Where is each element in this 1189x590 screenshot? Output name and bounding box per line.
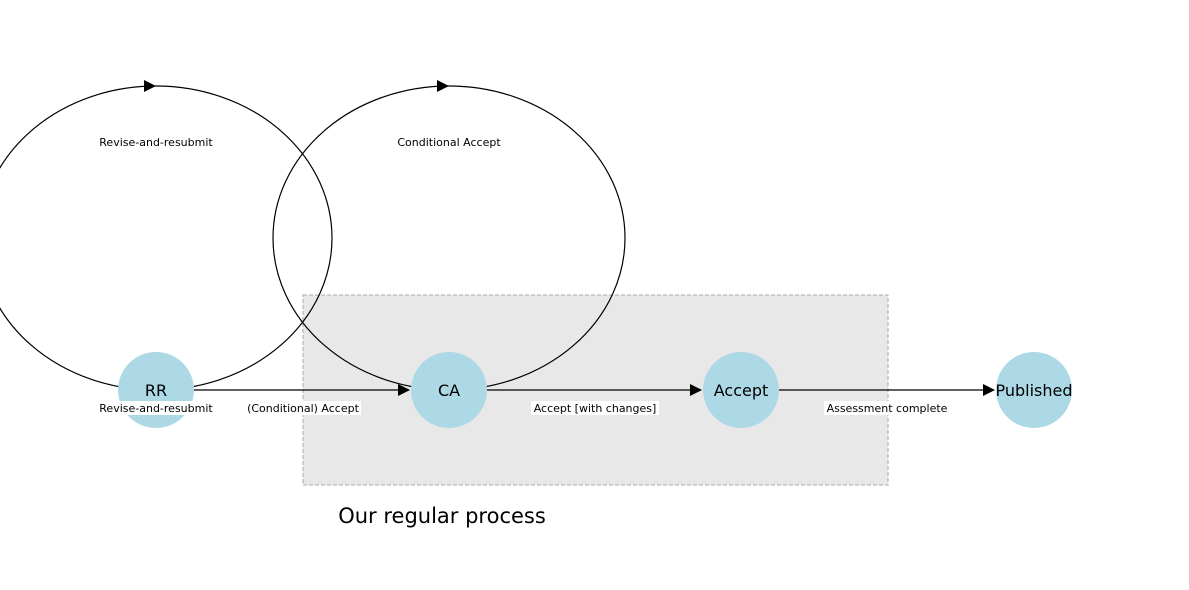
group-caption: Our regular process bbox=[338, 504, 546, 528]
accept-to-published-label-bg bbox=[824, 401, 950, 415]
rr-self-label: Revise-and-resubmit bbox=[99, 402, 213, 415]
node-accept[interactable] bbox=[703, 352, 779, 428]
node-published-label: Published bbox=[995, 381, 1072, 400]
ca-loop-arrowhead bbox=[437, 80, 449, 92]
ca-loop-label: Conditional Accept bbox=[397, 136, 501, 149]
rr-to-ca-label: (Conditional) Accept bbox=[247, 402, 360, 415]
node-published[interactable] bbox=[996, 352, 1072, 428]
node-ca-label: CA bbox=[438, 381, 460, 400]
rr-loop-label: Revise-and-resubmit bbox=[99, 136, 213, 149]
ca-to-accept-label: Accept [with changes] bbox=[534, 402, 657, 415]
rr-self-label-bg bbox=[98, 401, 214, 415]
node-accept-label: Accept bbox=[714, 381, 769, 400]
node-ca[interactable] bbox=[411, 352, 487, 428]
ca-to-accept-label-bg bbox=[531, 401, 659, 415]
rr-loop-arrowhead bbox=[144, 80, 156, 92]
node-rr-label: RR bbox=[145, 381, 167, 400]
accept-to-published-label: Assessment complete bbox=[827, 402, 948, 415]
rr-to-ca-label-bg bbox=[245, 401, 361, 415]
rr-self-loop-edge bbox=[0, 85, 333, 391]
